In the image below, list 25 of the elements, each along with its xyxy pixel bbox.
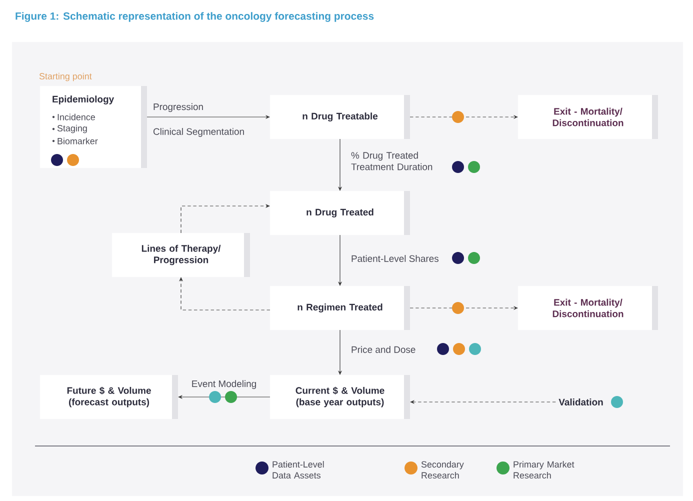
process-box: Exit - Mortality/ Discontinuation [518, 286, 658, 330]
figure-title: Figure 1: Schematic representation of the oncology forecasting process [16, 12, 374, 22]
process-box: Future $ & Volume (forecast outputs) [40, 375, 178, 419]
edge-label: Price and Dose [352, 346, 416, 353]
edge-label: % Drug Treated Treatment Duration [351, 152, 432, 170]
box-heading: Starting point [39, 72, 92, 82]
legend-label: Primary Market Research [514, 461, 574, 479]
legend-label: Patient-Level Data Assets [272, 461, 324, 479]
edge-label: Patient-Level Shares [352, 255, 438, 262]
node-label: Staging [57, 124, 87, 134]
node-label: Validation [558, 398, 603, 406]
process-box: n Drug Treatable [270, 95, 410, 139]
node-label: Biomarker [58, 138, 98, 144]
process-box: Lines of Therapy/ Progression [112, 233, 250, 277]
process-box: n Drug Treated [270, 191, 410, 235]
node-label: Incidence [58, 114, 95, 120]
process-box: Epidemiology Incidence Staging Biomarker [40, 86, 147, 168]
process-box: n Regimen Treated [270, 286, 410, 330]
annotation-label: Clinical Segmentation [154, 128, 244, 137]
node-label: Epidemiology [52, 96, 114, 104]
edge-label: Progression [154, 103, 203, 112]
edge-label: Event Modeling [192, 380, 256, 389]
legend-label: Secondary Research [421, 461, 464, 479]
process-box: Exit - Mortality/ Discontinuation [518, 95, 658, 139]
process-box: Current $ & Volume (base year outputs) [270, 375, 410, 419]
